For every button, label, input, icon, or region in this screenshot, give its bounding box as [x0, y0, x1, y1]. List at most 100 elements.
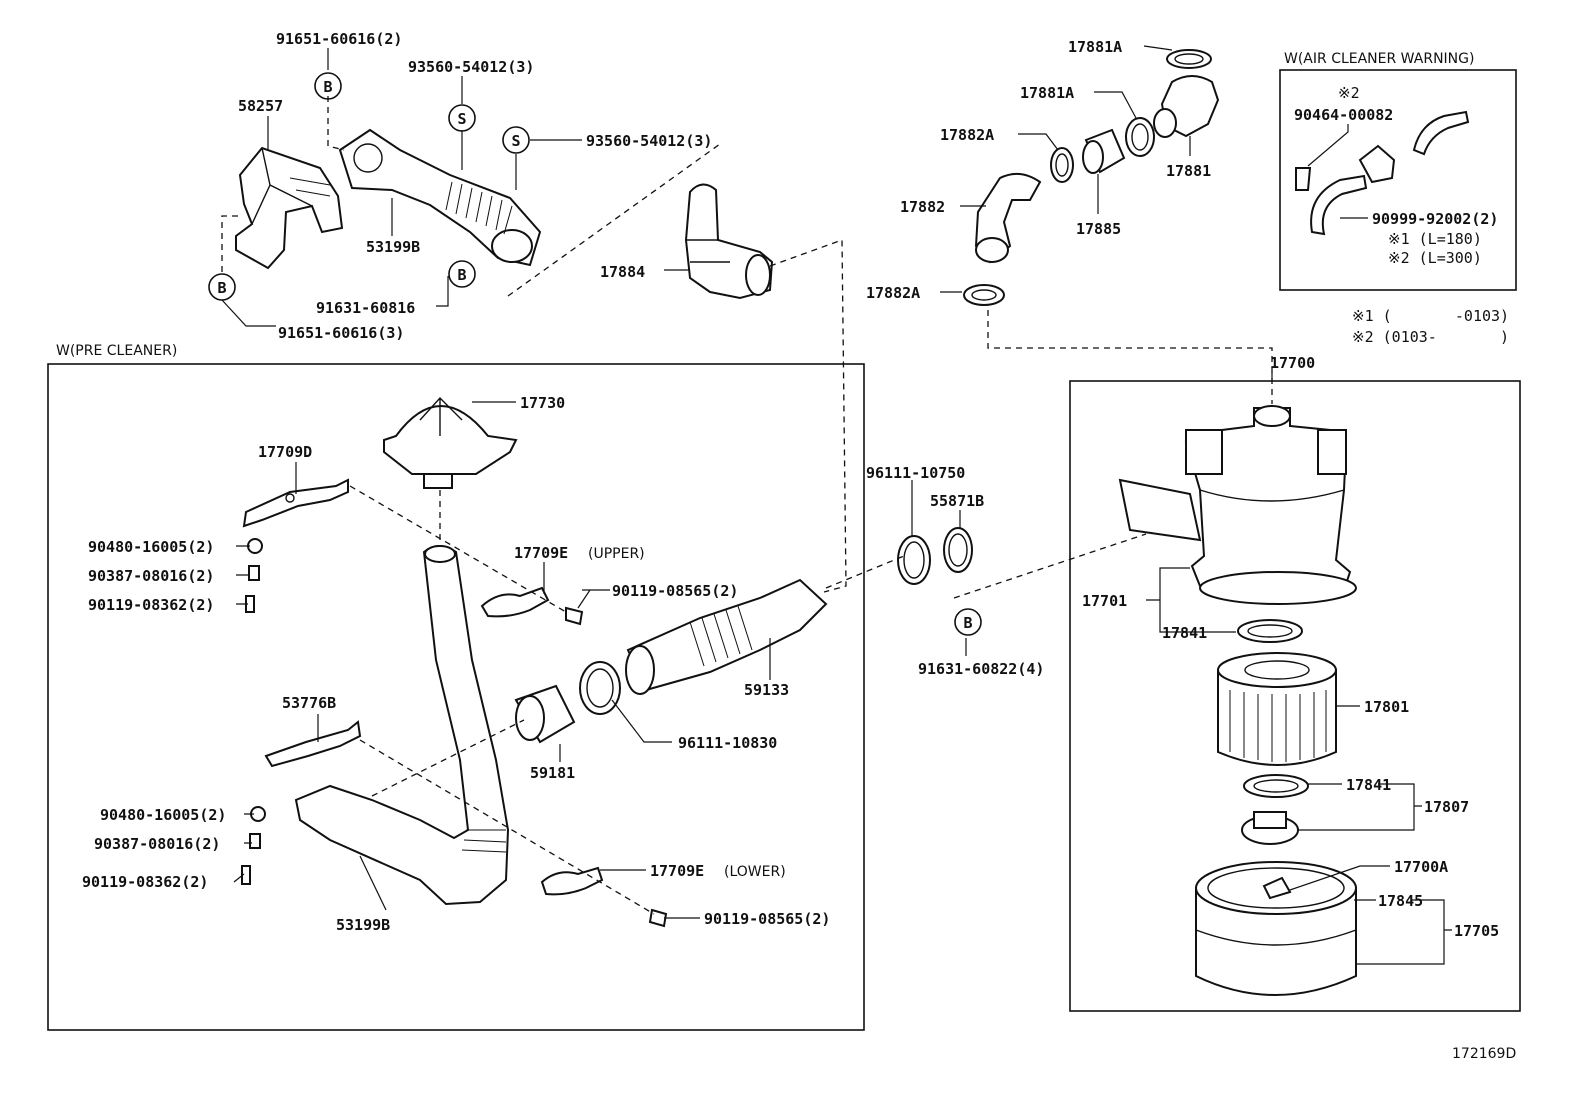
guide-1: [327, 96, 345, 151]
part-17700-housing: [1118, 405, 1352, 600]
label-93560-54012-3a: 93560-54012(3): [408, 58, 534, 76]
part-17881: [1153, 75, 1220, 138]
leader-lines: [221, 45, 1452, 965]
label-17841-a: 17841: [1162, 624, 1207, 642]
warning-note-1: ※1 (L=180): [1388, 230, 1482, 248]
svg-text:B: B: [323, 78, 332, 96]
part-17881a-mid: [1125, 117, 1155, 157]
part-90119-08565-a: [565, 606, 584, 626]
part-17882: [974, 172, 1042, 264]
part-96111-10830: [579, 661, 621, 715]
part-17885: [1082, 128, 1126, 174]
svg-text:S: S: [457, 110, 466, 128]
pre-cleaner-title: W(PRE CLEANER): [56, 343, 177, 359]
label-90387-08016-b: 90387-08016(2): [94, 835, 220, 853]
part-96111-10750: [897, 535, 931, 585]
label-17700a: 17700A: [1394, 858, 1448, 876]
marker-b-1: B: [314, 72, 342, 100]
upper-note: (UPPER): [588, 546, 645, 562]
label-55871b: 55871B: [930, 492, 984, 510]
guide-10: [953, 533, 1147, 599]
label-17845: 17845: [1378, 892, 1423, 910]
warning-note-2: ※2 (L=300): [1388, 249, 1482, 267]
part-53199b-top: [338, 128, 542, 267]
label-93560-54012-3b: 93560-54012(3): [586, 132, 712, 150]
part-17884: [684, 183, 774, 300]
part-17882a-top: [1050, 147, 1074, 183]
label-90119-08565-b: 90119-08565(2): [704, 910, 830, 928]
part-17841-b: [1243, 774, 1309, 798]
warning-mark-2: ※2: [1338, 84, 1360, 102]
guide-2: [221, 215, 240, 272]
label-90119-08362-a: 90119-08362(2): [88, 596, 214, 614]
label-90119-08565-a: 90119-08565(2): [612, 582, 738, 600]
air-cleaner-box: [1069, 380, 1521, 1012]
part-53776b: [264, 720, 362, 768]
label-17881a-top: 17881A: [1068, 38, 1122, 56]
label-17841-b: 17841: [1346, 776, 1391, 794]
part-58257: [235, 146, 344, 270]
label-17881: 17881: [1166, 162, 1211, 180]
svg-text:B: B: [963, 614, 972, 632]
warning-box: [1279, 69, 1517, 291]
label-90464-00082: 90464-00082: [1294, 106, 1393, 124]
guide-9: [825, 555, 905, 589]
label-91651-60616-3: 91651-60616(3): [278, 324, 404, 342]
label-17701: 17701: [1082, 592, 1127, 610]
label-91651-60616-2: 91651-60616(2): [276, 30, 402, 48]
part-17841-a: [1237, 619, 1303, 643]
label-17885: 17885: [1076, 220, 1121, 238]
label-17882a-top: 17882A: [940, 126, 994, 144]
svg-text:B: B: [217, 279, 226, 297]
part-53199b-bottom: [294, 545, 510, 906]
label-96111-10830: 96111-10830: [678, 734, 777, 752]
label-17709e-lower: 17709E: [650, 862, 704, 880]
label-59181: 59181: [530, 764, 575, 782]
label-17882a-bot: 17882A: [866, 284, 920, 302]
label-90119-08362-b: 90119-08362(2): [82, 873, 208, 891]
label-90387-08016-a: 90387-08016(2): [88, 567, 214, 585]
label-17709d: 17709D: [258, 443, 312, 461]
label-91631-60822: 91631-60822(4): [918, 660, 1044, 678]
part-59133: [625, 578, 828, 695]
label-17705: 17705: [1454, 922, 1499, 940]
label-17700: 17700: [1270, 354, 1315, 372]
marker-s-1: S: [448, 104, 476, 132]
guide-8: [359, 739, 655, 915]
svg-text:B: B: [457, 266, 466, 284]
label-17882: 17882: [900, 198, 945, 216]
label-17881a-mid: 17881A: [1020, 84, 1074, 102]
guide-4: [769, 239, 847, 593]
label-91631-60816: 91631-60816: [316, 299, 415, 317]
label-53199b-bottom: 53199B: [336, 916, 390, 934]
svg-text:S: S: [511, 132, 520, 150]
part-17709d: [242, 478, 349, 528]
part-17730: [383, 396, 518, 489]
warning-title: W(AIR CLEANER WARNING): [1284, 51, 1474, 67]
legend-note-2: ※2 (0103- ): [1352, 328, 1509, 346]
marker-s-2: S: [502, 126, 530, 154]
part-17705-cover: [1195, 861, 1357, 996]
part-90119-08565-b: [648, 908, 668, 928]
warning-hose-parts: [1295, 110, 1470, 236]
marker-b-3: B: [208, 273, 236, 301]
label-17884: 17884: [600, 263, 645, 281]
guide-6: [349, 485, 567, 613]
part-17882a-bot: [963, 284, 1005, 306]
part-59181: [514, 684, 576, 744]
label-17709e-upper: 17709E: [514, 544, 568, 562]
part-17801: [1217, 652, 1337, 766]
legend-note-1: ※1 ( -0103): [1352, 307, 1509, 325]
label-59133: 59133: [744, 681, 789, 699]
label-17730: 17730: [520, 394, 565, 412]
label-17807: 17807: [1424, 798, 1469, 816]
part-17709e-upper: [480, 586, 550, 618]
label-90480-16005-b: 90480-16005(2): [100, 806, 226, 824]
part-17881a-top: [1166, 49, 1212, 69]
label-90480-16005-a: 90480-16005(2): [88, 538, 214, 556]
drawing-id: 172169D: [1452, 1046, 1516, 1062]
guide-11: [987, 310, 1273, 404]
part-17701: [1199, 571, 1357, 605]
